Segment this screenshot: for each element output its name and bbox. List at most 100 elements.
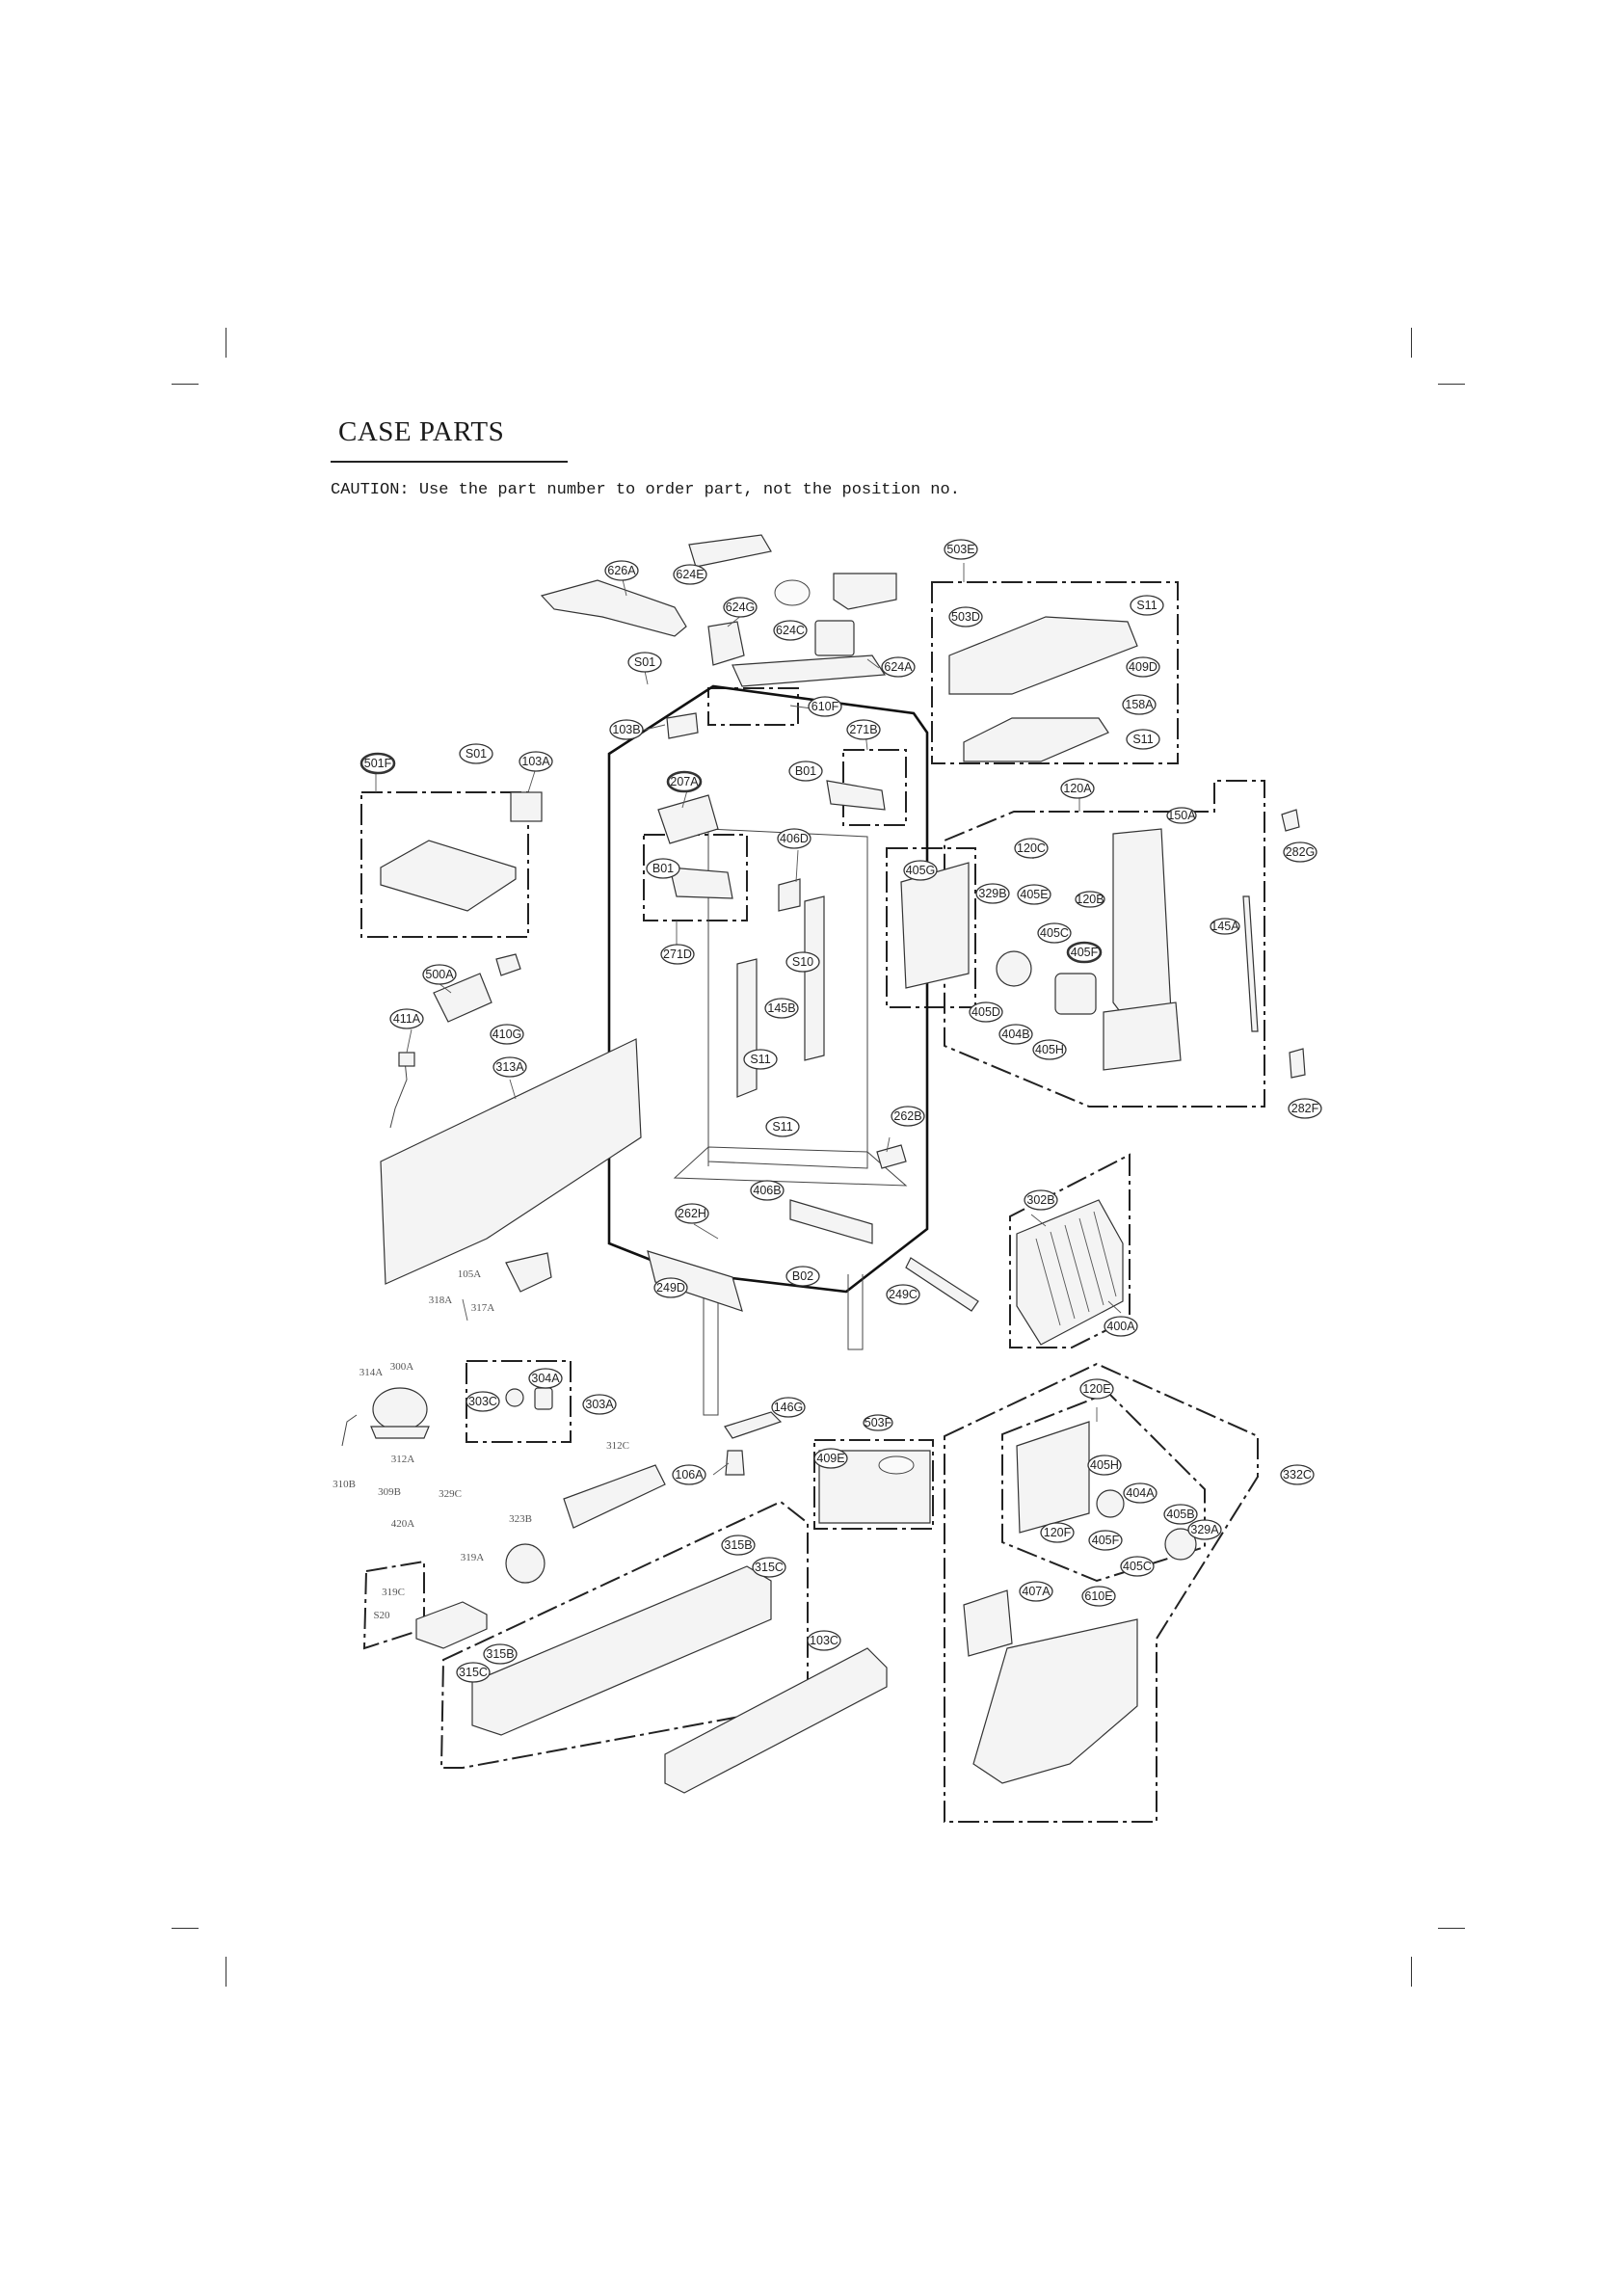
hinge-bracket-top	[833, 573, 897, 610]
callout-label: 300A	[390, 1361, 414, 1373]
callout-501f: 501F	[359, 752, 396, 775]
bracket-103a	[510, 791, 543, 822]
callout-label: 501F	[364, 757, 392, 770]
callout-label: B01	[795, 764, 816, 778]
callout-shape	[777, 828, 812, 849]
callout-158a: 158A	[1122, 694, 1157, 715]
rod-145a	[1242, 895, 1259, 1032]
condenser-fan-323b	[505, 1543, 545, 1584]
cabinet-leg-left	[703, 1282, 719, 1416]
callout-319c: 319C	[382, 1587, 405, 1598]
callout-409e: 409E	[813, 1448, 848, 1469]
callout-shape	[1288, 1098, 1322, 1119]
callout-shape	[1024, 1189, 1058, 1211]
callout-404b: 404B	[998, 1024, 1033, 1045]
callout-shape	[975, 883, 1010, 904]
callout-label: 409D	[1129, 660, 1157, 674]
callout-label: 120B	[1076, 893, 1104, 906]
crop-mark-br-v	[1411, 1957, 1412, 1987]
callout-label: 303A	[585, 1398, 614, 1411]
callout-label: 404A	[1126, 1486, 1155, 1500]
callout-405b: 405B	[1163, 1504, 1198, 1525]
callout-shape	[609, 719, 644, 740]
callout-404a: 404A	[1123, 1482, 1157, 1504]
callout-405h: 405H	[1087, 1455, 1122, 1476]
callout-103c: 103C	[807, 1630, 841, 1651]
callout-405f: 405F	[1088, 1530, 1123, 1551]
tray-opening	[878, 1455, 915, 1475]
callout-shape	[1280, 1464, 1315, 1485]
callout-label: 409E	[816, 1452, 844, 1465]
callout-label: 150A	[1167, 809, 1196, 822]
callout-label: 145B	[767, 1001, 795, 1015]
evaporator-400a	[1016, 1199, 1124, 1346]
callout-302b: 302B	[1024, 1189, 1058, 1211]
callout-500a: 500A	[422, 964, 457, 985]
compressor-300a	[372, 1387, 428, 1431]
callout-120c: 120C	[1014, 838, 1049, 859]
callout-262b: 262B	[891, 1106, 925, 1127]
callout-label: S11	[750, 1053, 770, 1066]
callout-shape	[1123, 1482, 1157, 1504]
group-outline-top-hinge	[707, 687, 799, 726]
callout-label: 405G	[906, 864, 936, 877]
callout-label: 103B	[612, 723, 640, 736]
callout-120a: 120A	[1060, 778, 1095, 799]
callout-503e: 503E	[944, 539, 978, 560]
callout-shape	[1187, 1519, 1222, 1540]
callout-label: S10	[792, 955, 813, 969]
shelf-rail-left	[736, 958, 758, 1098]
callout-409d: 409D	[1126, 656, 1160, 678]
callout-label: 207A	[670, 775, 699, 788]
callout-shape	[1014, 838, 1049, 859]
bracket-146g	[724, 1411, 783, 1439]
callout-shape	[1019, 1581, 1053, 1602]
callout-624e: 624E	[673, 564, 707, 585]
dispenser-grille	[963, 717, 1109, 762]
callout-120e: 120E	[1079, 1378, 1114, 1400]
fan-bracket-405f	[1054, 973, 1097, 1015]
callout-label: 405H	[1035, 1043, 1064, 1056]
callout-624g: 624G	[723, 597, 758, 618]
callout-411a: 411A	[389, 1008, 424, 1029]
callout-shape	[389, 1008, 424, 1029]
pcb-500a-cap	[495, 953, 521, 976]
callout-shape	[1087, 1455, 1122, 1476]
callout-282g: 282G	[1283, 841, 1317, 863]
callout-label: 120E	[1082, 1382, 1110, 1396]
callout-shape	[903, 860, 938, 881]
callout-312a: 312A	[391, 1454, 415, 1465]
callout-shape	[1037, 922, 1072, 944]
callout-label: 610F	[812, 700, 839, 713]
group-outline-door-liner	[360, 791, 529, 938]
callout-shape	[492, 1056, 527, 1078]
callout-405d: 405D	[969, 1001, 1003, 1023]
callout-304a: 304A	[528, 1368, 563, 1389]
callout-label: 249C	[889, 1288, 918, 1301]
duct-120b	[1112, 828, 1172, 1023]
pipe-310b	[341, 1414, 358, 1447]
callout-label: 103C	[810, 1634, 838, 1647]
callout-332c: 332C	[1280, 1464, 1315, 1485]
group-outline-drain	[362, 1560, 425, 1650]
callout-407a: 407A	[1019, 1581, 1053, 1602]
callout-shape	[807, 1630, 841, 1651]
power-plug	[398, 1052, 415, 1067]
caution-note: CAUTION: Use the part number to order pa…	[331, 481, 960, 499]
callout-120b: 120B	[1075, 891, 1105, 908]
callout-shape	[1283, 841, 1317, 863]
crop-mark-bl-h	[172, 1928, 199, 1929]
callout-271d: 271D	[660, 944, 695, 965]
crop-mark-br-h	[1438, 1928, 1465, 1929]
clip-282g	[1281, 809, 1300, 832]
callout-610e: 610E	[1081, 1586, 1116, 1607]
callout-shape	[528, 1368, 563, 1389]
callout-shape	[675, 1203, 709, 1224]
hinge-207a	[657, 794, 719, 844]
callout-label: 262B	[893, 1109, 921, 1123]
lower-rail-249d	[647, 1250, 743, 1312]
callout-249d: 249D	[653, 1277, 688, 1298]
callout-label: 405C	[1123, 1560, 1152, 1573]
callout-s01: S01	[627, 652, 662, 673]
callout-shape	[673, 564, 707, 585]
